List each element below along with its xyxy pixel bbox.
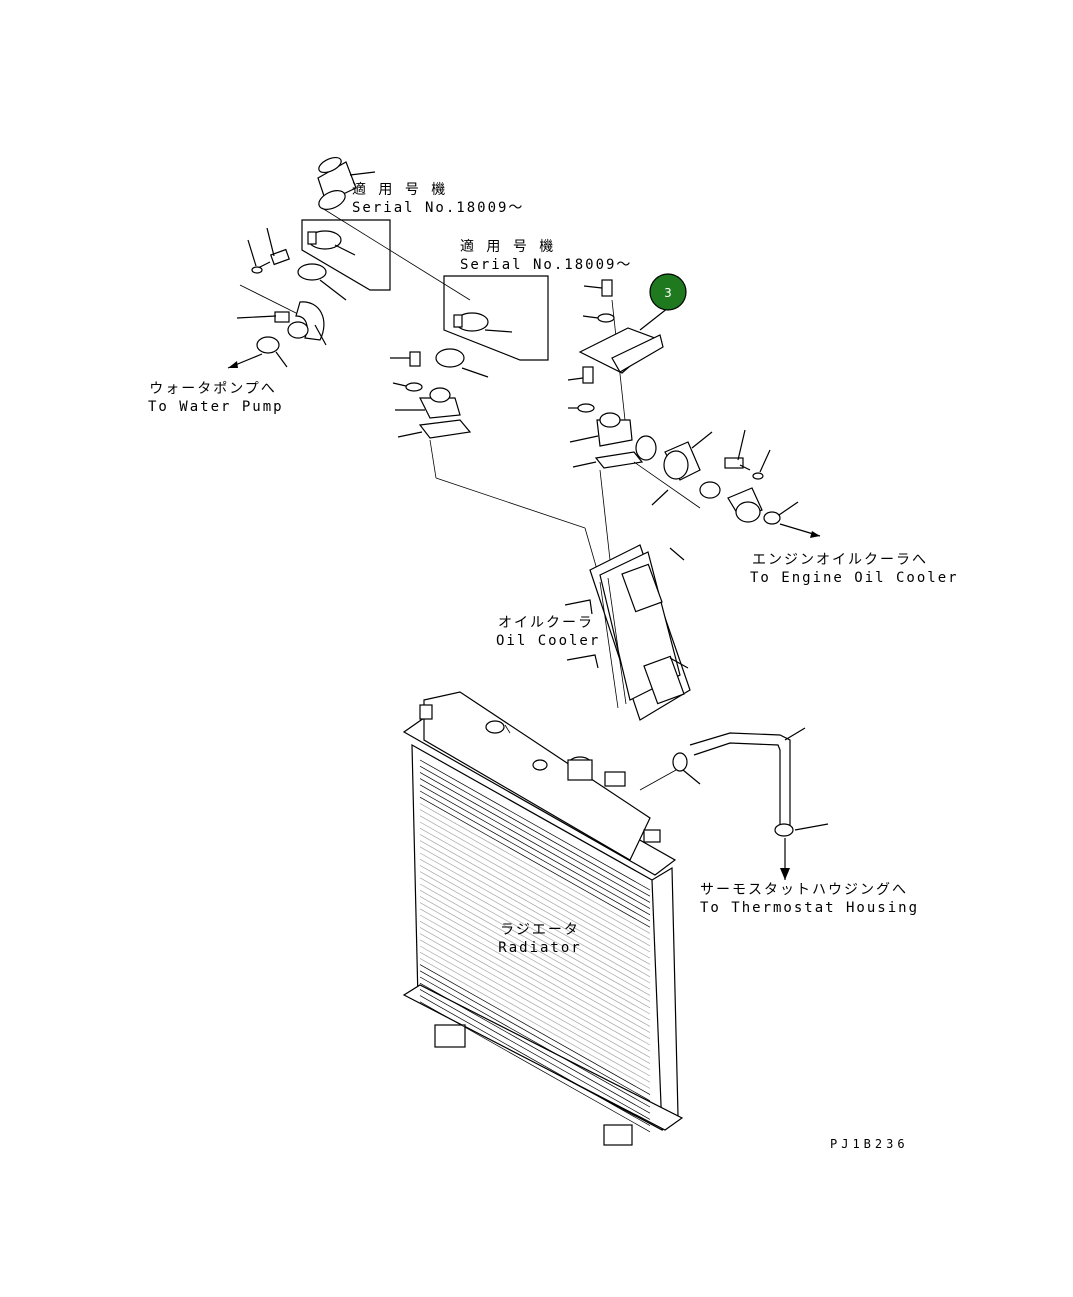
radiator-fin-line	[419, 989, 651, 1120]
engine-oil-cooler-en: To Engine Oil Cooler	[750, 570, 959, 586]
radiator-fin-line	[419, 815, 651, 947]
radiator-fin-line	[419, 809, 651, 940]
radiator-fin-line	[419, 865, 651, 996]
radiator-fin-line	[419, 964, 651, 1095]
oil-cooler-label: オイルクーラ Oil Cooler	[496, 614, 601, 650]
radiator-fin-line	[419, 778, 651, 909]
radiator-fin-line	[419, 970, 651, 1102]
radiator-fin-line	[419, 846, 651, 978]
pipe-to-thermostat	[639, 727, 829, 880]
radiator-fin-line	[419, 784, 651, 916]
radiator-fins	[419, 759, 651, 1133]
serial-mid-jp: 適 用 号 機	[460, 239, 556, 255]
left-bolt-group	[239, 227, 347, 316]
radiator-fin-line	[419, 1001, 651, 1133]
radiator-fin-line	[419, 995, 651, 1126]
radiator-fin-line	[419, 933, 651, 1064]
serial-mid-en: Serial No.18009～	[460, 257, 633, 273]
radiator-fin-line	[419, 914, 651, 1046]
engine-oil-cooler-jp: エンジンオイルクーラへ	[752, 552, 928, 568]
engine-oil-cooler-label: エンジンオイルクーラへ To Engine Oil Cooler	[750, 551, 959, 587]
radiator-fin-line	[419, 871, 651, 1002]
thermostat-en: To Thermostat Housing	[700, 900, 920, 916]
radiator-fin-line	[419, 958, 651, 1089]
radiator-fin-line	[419, 939, 651, 1071]
radiator-fin-line	[419, 908, 651, 1040]
water-pump-en: To Water Pump	[148, 399, 284, 415]
callout-badge[interactable]: 3	[649, 273, 687, 311]
thermostat-jp: サーモスタットハウジングへ	[700, 882, 908, 898]
radiator-fin-line	[419, 945, 651, 1077]
inlet-flange-left	[390, 348, 601, 581]
radiator-fin-line	[419, 790, 651, 922]
oil-cooler-body	[564, 544, 691, 721]
oil-cooler-jp: オイルクーラ	[498, 615, 594, 631]
radiator-fin-line	[419, 877, 651, 1009]
radiator-fin-line	[419, 982, 651, 1114]
radiator-fin-line	[419, 827, 651, 959]
group-bracket-mid	[443, 275, 549, 361]
radiator-fin-line	[419, 902, 651, 1033]
radiator-en: Radiator	[498, 940, 582, 956]
radiator-fin-line	[419, 759, 651, 891]
drawing-code: PJ1B236	[830, 1137, 909, 1151]
serial-top-jp: 適 用 号 機	[352, 182, 448, 198]
radiator-fin-line	[419, 772, 651, 903]
hose-to-engine-oil-cooler	[633, 429, 821, 538]
radiator-jp: ラジエータ	[500, 922, 580, 938]
inlet-flange-right	[567, 279, 644, 561]
water-pump-label: ウォータポンプへ To Water Pump	[148, 380, 284, 416]
radiator-fin-line	[419, 834, 651, 965]
radiator-body	[402, 691, 684, 1146]
radiator-fin-line	[419, 852, 651, 984]
radiator-fin-line	[419, 883, 651, 1015]
callout-number: 3	[664, 286, 672, 300]
radiator-fin-line	[419, 796, 651, 928]
radiator-fin-line	[419, 927, 651, 1058]
thermostat-label: サーモスタットハウジングへ To Thermostat Housing	[700, 881, 920, 917]
radiator-fin-line	[419, 896, 651, 1027]
radiator-fin-line	[419, 803, 651, 934]
radiator-fin-line	[419, 976, 651, 1108]
radiator-fin-line	[419, 765, 651, 897]
cover-plate	[578, 307, 669, 374]
serial-label-top: 適 用 号 機 Serial No.18009～	[352, 181, 524, 217]
radiator-fin-line	[419, 821, 651, 953]
serial-top-en: Serial No.18009～	[352, 200, 525, 216]
radiator-label: ラジエータ Radiator	[495, 921, 585, 957]
hose-clamp-top	[307, 230, 356, 256]
radiator-fin-line	[419, 840, 651, 971]
upper-hose	[317, 156, 376, 210]
leader-line	[321, 207, 471, 301]
oil-cooler-en: Oil Cooler	[496, 633, 601, 649]
serial-label-mid: 適 用 号 機 Serial No.18009～	[460, 238, 632, 274]
radiator-fin-line	[419, 889, 651, 1021]
radiator-fin-line	[419, 951, 651, 1083]
hose-clamp-mid	[453, 312, 513, 333]
group-bracket-top	[301, 219, 391, 291]
water-pump-elbow	[227, 301, 327, 369]
radiator-fin-line	[419, 858, 651, 990]
radiator-fin-line	[419, 920, 651, 1052]
water-pump-jp: ウォータポンプへ	[149, 381, 277, 397]
